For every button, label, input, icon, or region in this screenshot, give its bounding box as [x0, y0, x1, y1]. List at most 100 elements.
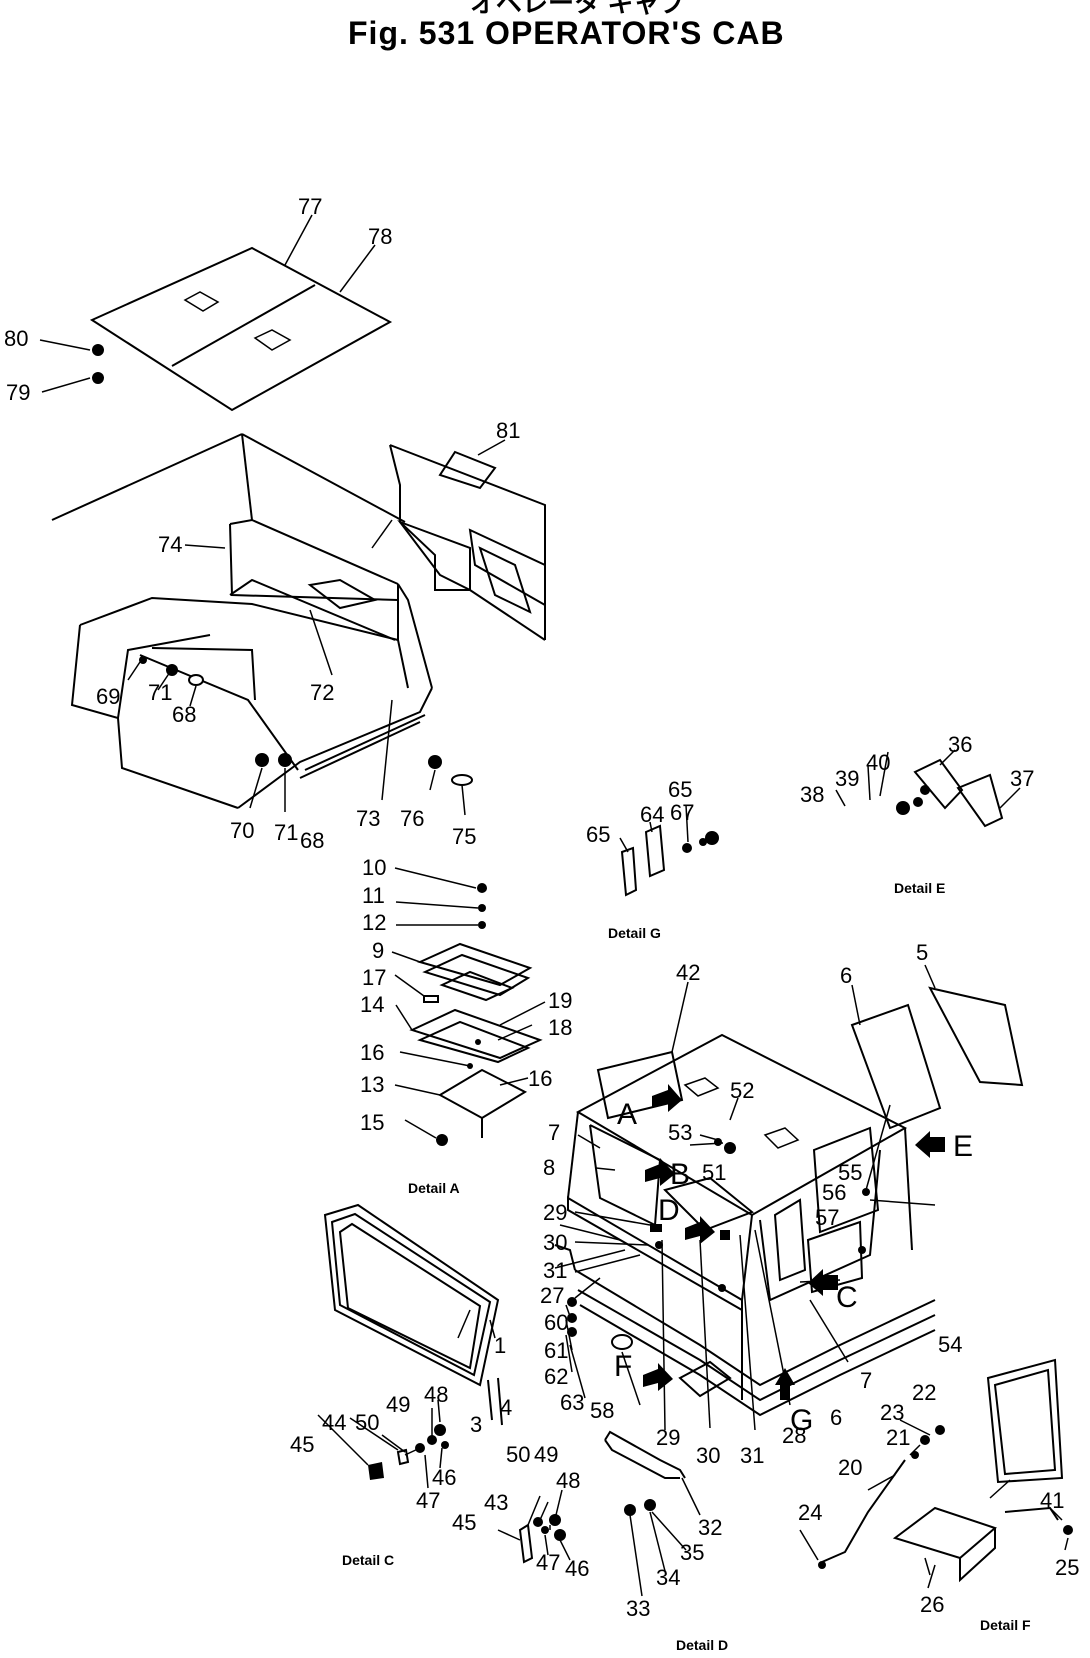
part-number: 60: [544, 1310, 568, 1335]
part-number: 76: [400, 806, 424, 831]
part-number: 27: [540, 1283, 564, 1308]
part-number: 26: [920, 1592, 944, 1617]
part-number: 53: [668, 1120, 692, 1145]
part-number: 30: [543, 1230, 567, 1255]
cab-body-drawing: [554, 1033, 936, 1417]
part-number: 46: [565, 1556, 589, 1581]
leader-lines: [127, 519, 1069, 1597]
part-number: 16: [528, 1066, 552, 1091]
view-marker: D: [658, 1194, 680, 1227]
detail-caption: Detail D: [676, 1637, 728, 1653]
part-number: 30: [696, 1443, 720, 1468]
view-marker: F: [614, 1350, 632, 1383]
part-number: 22: [912, 1380, 936, 1405]
part-number: 7: [548, 1120, 560, 1145]
detail-d-drawing: [518, 1430, 686, 1564]
part-number: 31: [543, 1258, 567, 1283]
part-number: 14: [360, 992, 384, 1017]
part-number: 51: [702, 1160, 726, 1185]
view-marker: A: [617, 1098, 637, 1131]
part-number: 43: [484, 1490, 508, 1515]
detail-caption: Detail G: [608, 925, 661, 941]
part-number: 63: [560, 1390, 584, 1415]
part-number: 28: [782, 1423, 806, 1448]
part-number: 50: [355, 1410, 379, 1435]
part-number: 57: [815, 1205, 839, 1230]
part-number: 17: [362, 965, 386, 990]
detail-e-drawing: [896, 758, 1004, 828]
detail-g-drawing: [620, 824, 719, 897]
part-number: 32: [698, 1515, 722, 1540]
part-number: 38: [800, 782, 824, 807]
part-number: 6: [830, 1405, 842, 1430]
part-number: 49: [386, 1392, 410, 1417]
part-number: 41: [1040, 1488, 1064, 1513]
part-number: 34: [656, 1565, 680, 1590]
part-number: 6: [840, 963, 852, 988]
part-number: 19: [548, 988, 572, 1013]
part-number: 69: [96, 684, 120, 709]
part-number: 39: [835, 766, 859, 791]
part-number: 80: [4, 326, 28, 351]
part-number: 15: [360, 1110, 384, 1135]
part-number: 29: [656, 1425, 680, 1450]
part-number: 67: [670, 800, 694, 825]
part-number: 29: [543, 1200, 567, 1225]
part-number: 68: [172, 702, 196, 727]
part-number: 20: [838, 1455, 862, 1480]
part-number: 36: [948, 732, 972, 757]
part-number: 21: [886, 1425, 910, 1450]
part-number: 40: [866, 750, 890, 775]
view-marker: B: [670, 1158, 690, 1191]
part-number: 64: [640, 802, 664, 827]
part-number: 48: [556, 1468, 580, 1493]
part-number: 75: [452, 824, 476, 849]
detail-caption: Detail C: [342, 1552, 394, 1568]
part-number: 44: [322, 1410, 346, 1435]
part-number: 77: [298, 194, 322, 219]
part-number: 3: [470, 1412, 482, 1437]
part-number: 81: [496, 418, 520, 443]
part-number: 13: [360, 1072, 384, 1097]
part-number: 9: [372, 938, 384, 963]
part-number: 42: [676, 960, 700, 985]
part-number: 45: [290, 1432, 314, 1457]
rear-window-drawing: [389, 439, 546, 641]
part-number-labels: 1 3 4 5 6 6 7 7 8 9 10 11 12 13 14 15 16…: [4, 194, 1079, 1621]
part-number: 71: [274, 820, 298, 845]
part-number: 16: [360, 1040, 384, 1065]
part-number: 47: [416, 1488, 440, 1513]
part-number: 7: [860, 1368, 872, 1393]
figure-japanese-title: オペレータ キャブ: [470, 0, 685, 18]
detail-f-drawing: [818, 1425, 1073, 1583]
part-number: 55: [838, 1160, 862, 1185]
part-number: 47: [536, 1550, 560, 1575]
part-number: 65: [586, 822, 610, 847]
part-number: 12: [362, 910, 386, 935]
part-number: 35: [680, 1540, 704, 1565]
part-number: 50: [506, 1442, 530, 1467]
part-number: 8: [543, 1155, 555, 1180]
view-marker-labels: A B C D E F G: [614, 1098, 973, 1437]
part-number: 49: [534, 1442, 558, 1467]
part-number: 52: [730, 1078, 754, 1103]
view-arrows: [643, 1084, 945, 1400]
part-number: 1: [494, 1333, 506, 1358]
part-number: 24: [798, 1500, 822, 1525]
part-number: 5: [916, 940, 928, 965]
part-number: 73: [356, 806, 380, 831]
detail-caption: Detail E: [894, 880, 945, 896]
view-marker: G: [790, 1404, 813, 1437]
part-number: 79: [6, 380, 30, 405]
part-number: 74: [158, 532, 182, 557]
part-number: 68: [300, 828, 324, 853]
part-number: 61: [544, 1338, 568, 1363]
part-number: 31: [740, 1443, 764, 1468]
part-number: 62: [544, 1364, 568, 1389]
part-number: 4: [500, 1395, 512, 1420]
part-number: 37: [1010, 766, 1034, 791]
part-number: 10: [362, 855, 386, 880]
detail-captions: Detail A Detail C Detail D Detail E Deta…: [342, 880, 1031, 1653]
floor-assembly-drawing: [51, 433, 473, 816]
